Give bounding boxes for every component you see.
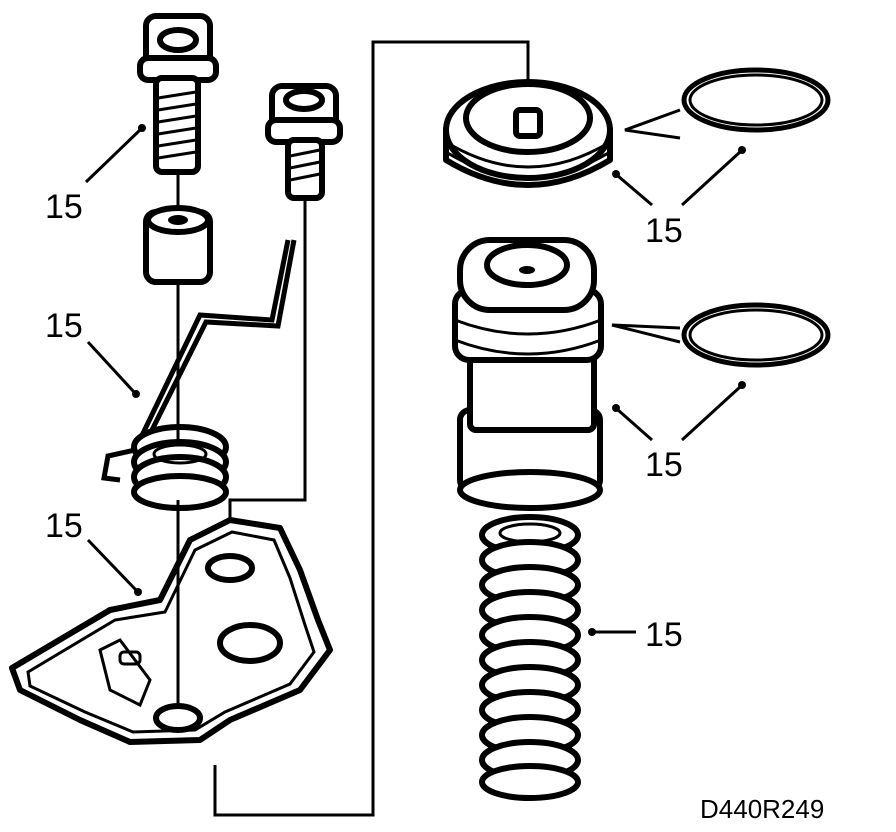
seal-ring-upper	[681, 67, 831, 133]
callout-label: 15	[45, 307, 83, 345]
bracket-plate	[9, 517, 333, 745]
callout-bolt-long: 15	[45, 124, 146, 226]
long-bolt	[137, 13, 219, 175]
callout-bracket-plate: 15	[45, 507, 142, 596]
piston-body	[452, 237, 604, 511]
callout-piston-body: 15	[612, 381, 746, 484]
callout-label: 15	[645, 212, 683, 250]
callout-label: 15	[645, 616, 683, 654]
callout-label: 15	[45, 507, 83, 545]
wire-spring	[101, 239, 297, 511]
callout-piston-top: 15	[612, 146, 746, 250]
callout-spring-wire: 15	[45, 307, 140, 398]
piston-top	[443, 79, 613, 188]
seal-ring-lower	[681, 302, 831, 368]
callout-label: 15	[645, 446, 683, 484]
callout-label: 15	[45, 188, 83, 226]
sleeve	[143, 205, 213, 285]
assembly-connector-line	[213, 40, 530, 817]
coil-spring	[479, 514, 581, 801]
drawing-code: D440R249	[700, 794, 824, 824]
short-bolt	[265, 83, 343, 201]
callout-coil-spring: 15	[588, 616, 683, 654]
